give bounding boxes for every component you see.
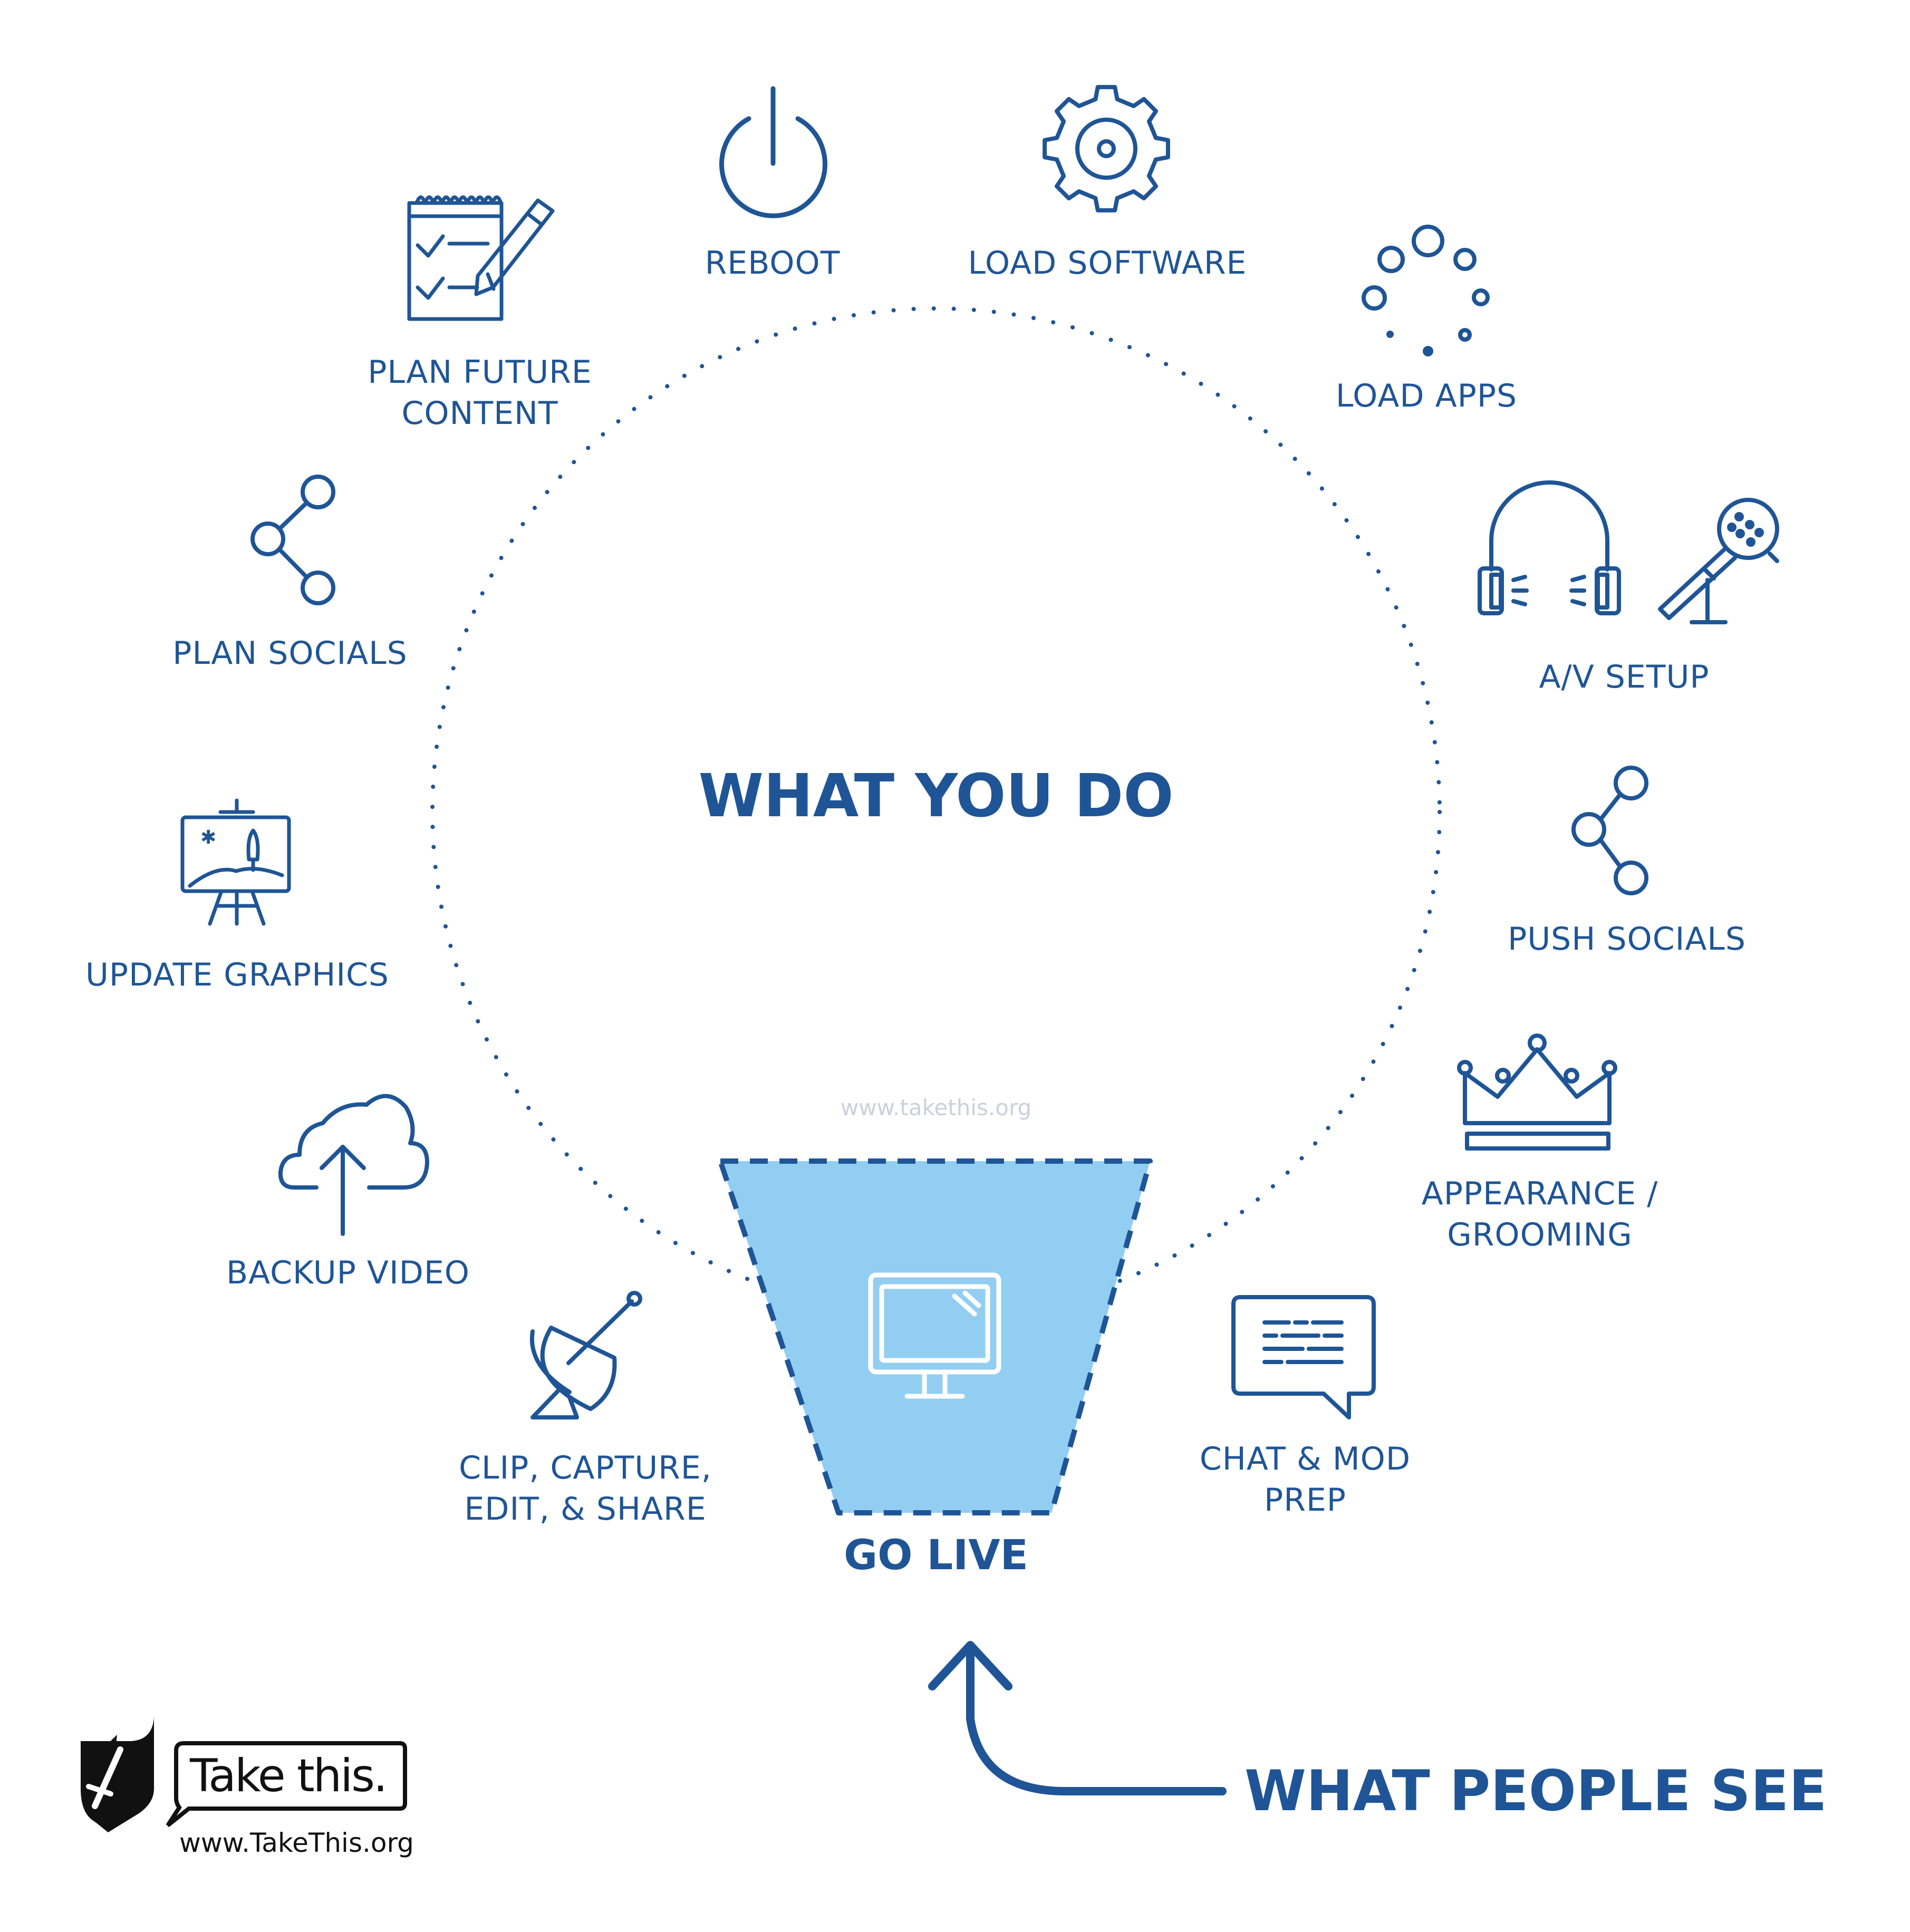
plan-future-content-label: PLAN FUTURE CONTENT	[295, 352, 664, 434]
appearance-line2: GROOMING	[1447, 1216, 1633, 1253]
shield-sword-icon	[81, 1716, 154, 1832]
center-title: WHAT YOU DO	[698, 762, 1174, 830]
chat-mod-line2: PREP	[1264, 1482, 1346, 1519]
appearance-grooming-label: APPEARANCE / GROOMING	[1355, 1173, 1724, 1255]
curved-arrow-icon	[928, 1641, 1227, 1795]
share-icon-plan	[250, 475, 335, 605]
chat-mod-prep-label: CHAT & MOD PREP	[1121, 1438, 1490, 1521]
av-setup-label: A/V SETUP	[1539, 659, 1710, 695]
svg-text:✱: ✱	[200, 827, 216, 848]
crown-icon	[1457, 1033, 1617, 1151]
cloud-upload-icon	[278, 1094, 429, 1236]
clip-capture-label: CLIP, CAPTURE, EDIT, & SHARE	[401, 1447, 770, 1530]
what-people-see-label: WHAT PEOPLE SEE	[1245, 1759, 1827, 1823]
share-icon-push	[1571, 766, 1648, 895]
backup-video-label: BACKUP VIDEO	[226, 1254, 470, 1291]
go-live-label: GO LIVE	[844, 1532, 1028, 1579]
monitor-icon	[868, 1272, 1001, 1399]
plan-content-line2: CONTENT	[401, 395, 558, 432]
go-live-funnel	[718, 1158, 1153, 1515]
load-software-label: LOAD SOFTWARE	[968, 245, 1247, 282]
reboot-label: REBOOT	[705, 245, 841, 282]
watermark: www.takethis.org	[840, 1095, 1032, 1120]
dotted-cycle-circle	[430, 306, 1442, 1318]
clip-line2: EDIT, & SHARE	[464, 1491, 707, 1528]
chat-bubble-icon	[1231, 1295, 1376, 1419]
logo-speech-box	[166, 1741, 407, 1828]
plan-content-line1: PLAN FUTURE	[368, 354, 592, 391]
push-socials-label: PUSH SOCIALS	[1508, 921, 1746, 958]
easel-icon: ✱	[180, 798, 291, 926]
satellite-dish-icon	[529, 1291, 642, 1419]
gear-icon	[1043, 85, 1170, 212]
loading-dots-icon	[1362, 225, 1490, 356]
logo-wordmark: Take this.	[190, 1750, 388, 1802]
load-apps-label: LOAD APPS	[1335, 378, 1518, 414]
headphones-microphone-icon	[1478, 480, 1779, 624]
notepad-pencil-icon	[407, 195, 555, 321]
plan-socials-label: PLAN SOCIALS	[172, 635, 408, 672]
update-graphics-label: UPDATE GRAPHICS	[85, 957, 390, 993]
chat-mod-line1: CHAT & MOD	[1199, 1441, 1411, 1477]
appearance-line1: APPEARANCE /	[1421, 1175, 1658, 1212]
power-icon	[719, 86, 827, 218]
logo-url: www.TakeThis.org	[179, 1828, 414, 1858]
clip-line1: CLIP, CAPTURE,	[459, 1450, 712, 1486]
